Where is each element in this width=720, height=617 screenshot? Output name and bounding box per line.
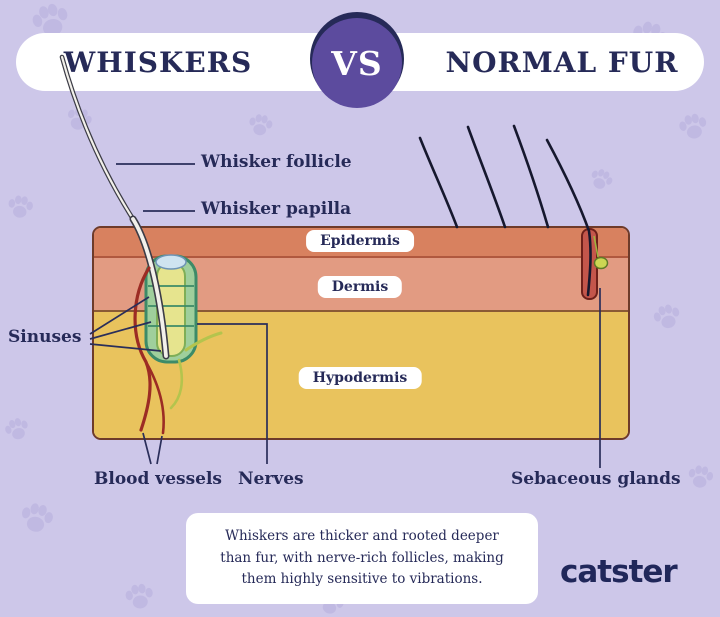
caption-line: than fur, with nerve-rich follicles, mak… (220, 549, 504, 566)
dermis-pill: Dermis (317, 276, 403, 298)
right-title: NORMAL FUR (445, 45, 679, 79)
vs-badge: VS (312, 18, 402, 108)
sinuses-label: Sinuses (8, 327, 82, 347)
whisker-papilla-label: Whisker papilla (201, 199, 352, 219)
whisker-follicle-label: Whisker follicle (201, 152, 352, 172)
fur-follicle-illustration (545, 138, 609, 300)
sinuses-lines (89, 296, 162, 352)
caption-line: Whiskers are thicker and rooted deeper (225, 528, 499, 544)
nerves-line (197, 323, 268, 464)
whisker-hair-icon (59, 54, 170, 360)
caption-box: Whiskers are thicker and rooted deeper t… (186, 513, 538, 604)
blood-vessels-label: Blood vessels (94, 469, 222, 489)
nerves-label: Nerves (238, 469, 304, 489)
sebaceous-gland-icon (593, 256, 609, 270)
nerves-icon (169, 331, 223, 410)
catster-logo: catster (560, 554, 678, 590)
sebaceous-glands-label: Sebaceous glands (511, 469, 681, 489)
blood-vessels-icon (133, 266, 165, 435)
fur-hairs-icon (418, 124, 550, 229)
hypodermis-pill: Hypodermis (298, 367, 422, 389)
caption-line: them highly sensitive to vibrations. (241, 571, 483, 588)
epidermis-pill: Epidermis (306, 230, 414, 252)
connector-lines (89, 163, 601, 468)
blood-vessels-lines (142, 432, 163, 465)
left-title: WHISKERS (63, 45, 253, 79)
